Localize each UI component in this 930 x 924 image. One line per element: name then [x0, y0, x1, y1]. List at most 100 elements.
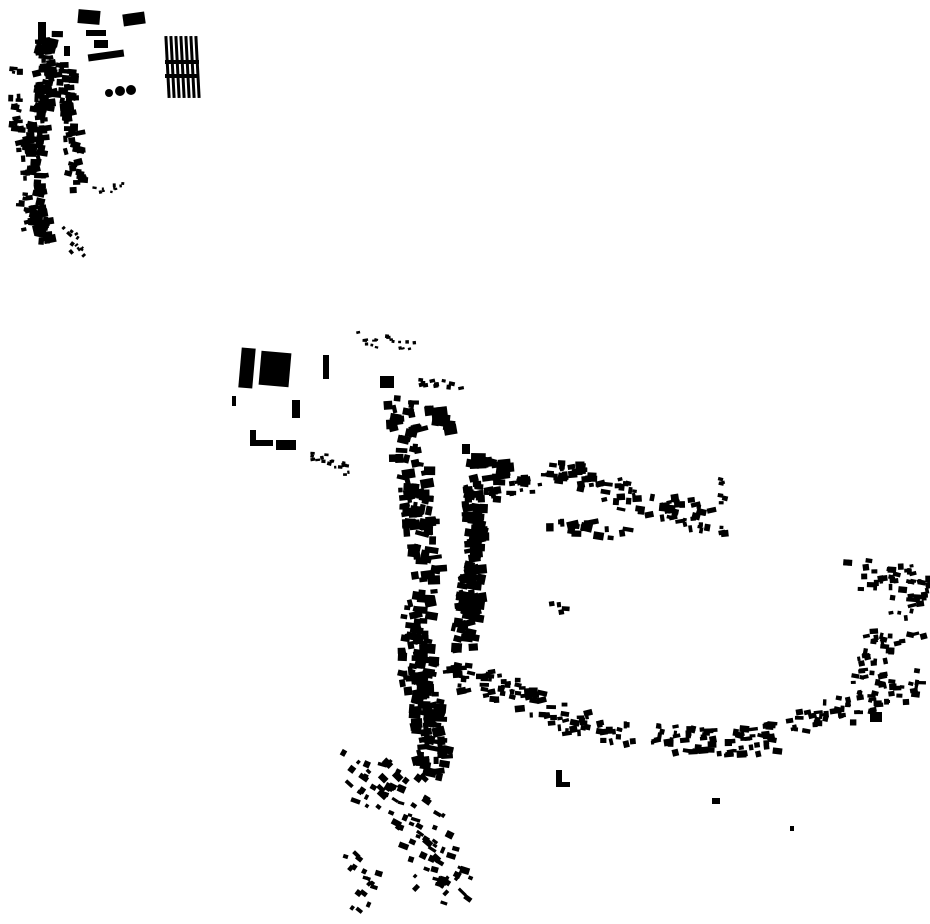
building — [391, 339, 395, 344]
building — [395, 447, 408, 454]
building — [434, 881, 445, 889]
building — [34, 93, 39, 103]
building — [408, 400, 419, 405]
building — [329, 459, 334, 463]
building — [476, 573, 487, 585]
building — [785, 717, 794, 724]
building — [567, 463, 576, 471]
building — [463, 547, 476, 554]
building — [121, 181, 125, 186]
building — [401, 510, 414, 518]
building — [717, 492, 724, 498]
building — [595, 720, 603, 729]
building — [557, 460, 566, 466]
building — [629, 737, 636, 745]
building — [355, 906, 364, 914]
building — [410, 675, 425, 685]
building — [859, 674, 865, 680]
building — [888, 610, 894, 615]
building — [885, 699, 891, 704]
building — [480, 686, 489, 692]
building — [569, 725, 578, 734]
building — [92, 186, 97, 190]
building — [887, 566, 897, 574]
building — [717, 476, 724, 482]
building — [405, 621, 415, 629]
building — [862, 648, 869, 656]
building — [424, 546, 439, 555]
building — [418, 503, 426, 515]
building — [34, 39, 43, 44]
building — [439, 875, 449, 884]
building — [310, 457, 316, 462]
building — [412, 623, 422, 630]
building — [409, 425, 419, 433]
building — [616, 493, 626, 501]
building — [391, 404, 398, 414]
building — [667, 505, 676, 514]
building — [561, 606, 570, 612]
building — [396, 783, 407, 794]
building — [838, 713, 844, 719]
building — [22, 196, 27, 201]
building-large — [77, 9, 101, 25]
building — [561, 702, 568, 707]
building — [16, 93, 21, 100]
building — [63, 116, 69, 124]
building — [858, 660, 866, 667]
building-stripe — [169, 35, 176, 99]
building — [467, 875, 474, 881]
building — [38, 129, 48, 134]
building — [374, 345, 379, 349]
building — [440, 812, 446, 819]
building — [412, 873, 418, 879]
building — [790, 826, 794, 831]
building — [794, 715, 804, 720]
building — [352, 850, 361, 859]
building — [696, 507, 707, 516]
building — [762, 723, 767, 729]
building — [433, 756, 439, 765]
building — [372, 339, 377, 342]
building — [468, 535, 475, 543]
building — [616, 506, 626, 512]
building — [514, 677, 521, 683]
building — [795, 708, 804, 716]
building — [439, 737, 448, 743]
building — [452, 870, 462, 879]
building — [461, 500, 470, 507]
building — [401, 776, 410, 785]
building — [12, 115, 21, 121]
building — [232, 396, 236, 406]
building-stripe — [194, 35, 201, 99]
building — [833, 706, 843, 715]
building — [394, 454, 402, 463]
building — [561, 730, 573, 737]
building — [365, 876, 371, 882]
building — [16, 68, 23, 75]
building — [355, 759, 361, 765]
building — [432, 809, 442, 818]
building — [414, 662, 423, 669]
building — [420, 469, 429, 476]
building — [491, 460, 509, 469]
building — [391, 796, 399, 804]
building — [858, 668, 866, 674]
building — [438, 759, 451, 769]
building — [16, 108, 22, 113]
building — [359, 889, 368, 898]
building — [454, 619, 467, 628]
building — [369, 884, 379, 891]
building — [398, 340, 402, 344]
building — [410, 692, 425, 705]
building — [342, 853, 349, 860]
building — [337, 465, 343, 469]
building — [403, 686, 413, 696]
building — [410, 571, 420, 580]
building — [708, 735, 718, 744]
building — [498, 479, 506, 486]
building — [69, 186, 77, 194]
building-round — [126, 85, 136, 95]
building — [925, 575, 930, 583]
building — [414, 529, 430, 538]
